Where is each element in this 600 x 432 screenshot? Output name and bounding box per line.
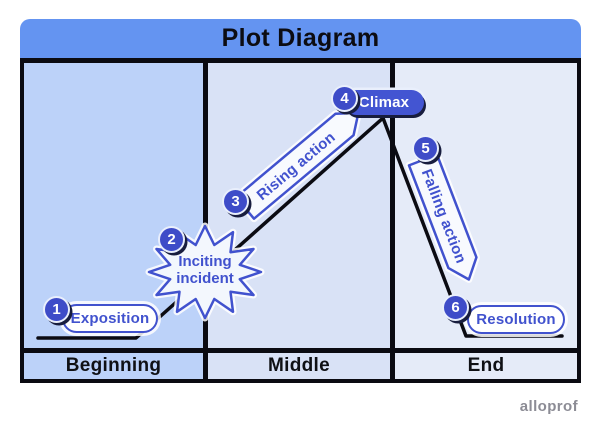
section-label-text: Beginning [65, 355, 162, 376]
section-label-end: End [395, 353, 577, 379]
section-label-text: Middle [268, 355, 330, 376]
ribbon-shape [407, 153, 478, 281]
badge-2: 2 [158, 226, 185, 253]
rising-action-ribbon: Rising action [232, 109, 362, 223]
inciting-incident-burst [145, 222, 265, 322]
badge-3: 3 [222, 188, 249, 215]
resolution-pill: Resolution [467, 305, 565, 334]
badge-5: 5 [412, 135, 439, 162]
badge-4: 4 [331, 85, 358, 112]
plot-line [36, 116, 564, 340]
exposition-label: Exposition [70, 310, 150, 327]
badge-6: 6 [442, 294, 469, 321]
section-label-text: End [467, 355, 505, 376]
burst-shape [147, 224, 263, 320]
inciting-incident-label: Inciting incident [176, 253, 234, 287]
section-label-beginning: Beginning [24, 353, 203, 379]
diagram-title: Plot Diagram [221, 24, 380, 52]
resolution-label: Resolution [476, 311, 556, 328]
diagram-title-bar: Plot Diagram [20, 19, 581, 58]
exposition-pill: Exposition [62, 304, 158, 333]
climax-label: Climax [358, 94, 410, 111]
ribbon-shape [234, 111, 360, 220]
section-label-middle: Middle [208, 353, 390, 379]
alloprof-watermark: alloprof [519, 398, 578, 415]
badge-1: 1 [43, 296, 70, 323]
rising-action-label: Rising action [254, 129, 339, 204]
